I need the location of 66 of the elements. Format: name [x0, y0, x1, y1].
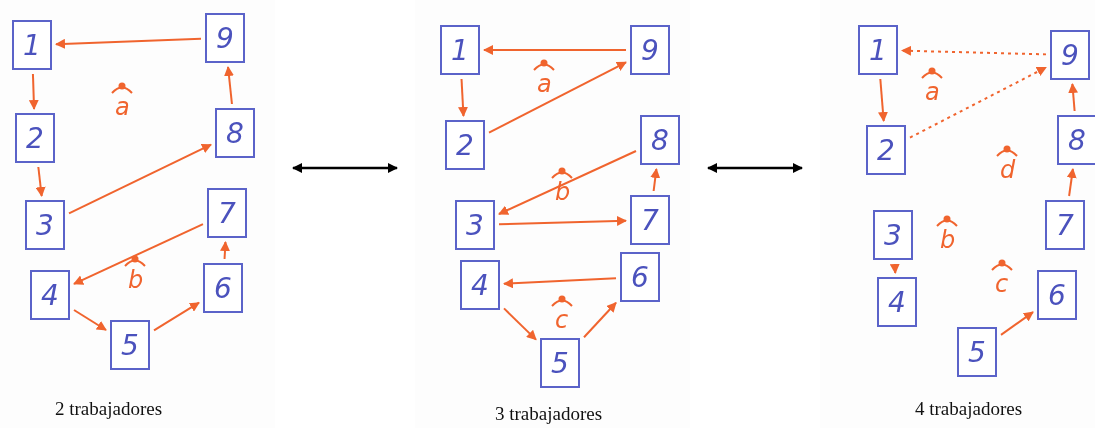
arrow [498, 150, 637, 215]
arrow [458, 78, 468, 117]
arrow [483, 45, 627, 55]
number-box: 8 [1057, 115, 1095, 165]
number-box: 2 [866, 125, 906, 175]
number-box: 7 [1045, 200, 1085, 250]
number-box: 2 [15, 113, 55, 163]
number-box: 3 [873, 210, 913, 260]
panel-caption: 4 trabajadores [915, 398, 1023, 420]
worker-label: a [115, 95, 130, 119]
panel-caption: 2 trabajadores [55, 398, 163, 420]
arrow [650, 168, 661, 192]
arrow [55, 37, 202, 49]
arrow [503, 307, 537, 341]
number-box: 6 [620, 252, 660, 302]
number-box: 4 [30, 270, 70, 320]
worker-label: b [940, 228, 956, 252]
number-box: 7 [207, 188, 247, 238]
arrow [292, 163, 398, 173]
number-box: 1 [440, 25, 480, 75]
number-box: 4 [460, 260, 500, 310]
worker-label: b [555, 180, 571, 204]
arrow [583, 301, 617, 339]
arrow [901, 45, 1047, 56]
arrow [73, 309, 107, 331]
arrow [73, 223, 204, 285]
number-box: 5 [957, 327, 997, 377]
worker-label: b [128, 268, 144, 292]
worker-label: a [925, 80, 940, 104]
number-box: 3 [455, 200, 495, 250]
arrow [889, 263, 900, 274]
number-box: 5 [540, 338, 580, 388]
arrow [878, 78, 888, 122]
number-box: 8 [640, 115, 680, 165]
number-box: 4 [877, 277, 917, 327]
arrow [68, 143, 212, 215]
panel-caption: 3 trabajadores [495, 403, 603, 425]
number-box: 9 [205, 13, 245, 63]
arrow [1066, 168, 1077, 197]
arrow [503, 277, 617, 289]
arrow [488, 61, 627, 134]
arrow [153, 301, 200, 332]
number-box: 9 [1050, 30, 1090, 80]
worker-label: c [995, 272, 1009, 296]
arrow [909, 66, 1047, 139]
arrow [220, 241, 230, 260]
worker-label: c [555, 308, 569, 332]
arrow [1068, 83, 1079, 112]
number-box: 7 [630, 195, 670, 245]
worker-label: d [1000, 158, 1016, 182]
arrow [707, 163, 803, 173]
arrow [224, 66, 234, 105]
number-box: 2 [445, 120, 485, 170]
arrow [1000, 311, 1034, 336]
worker-label: a [537, 72, 552, 96]
number-box: 3 [25, 200, 65, 250]
number-box: 8 [215, 108, 255, 158]
number-box: 9 [630, 25, 670, 75]
arrow [28, 73, 39, 110]
number-box: 5 [110, 320, 150, 370]
arrow [35, 166, 46, 197]
arrow [498, 215, 627, 226]
number-box: 6 [203, 263, 243, 313]
number-box: 6 [1037, 270, 1077, 320]
number-box: 1 [858, 25, 898, 75]
number-box: 1 [12, 20, 52, 70]
